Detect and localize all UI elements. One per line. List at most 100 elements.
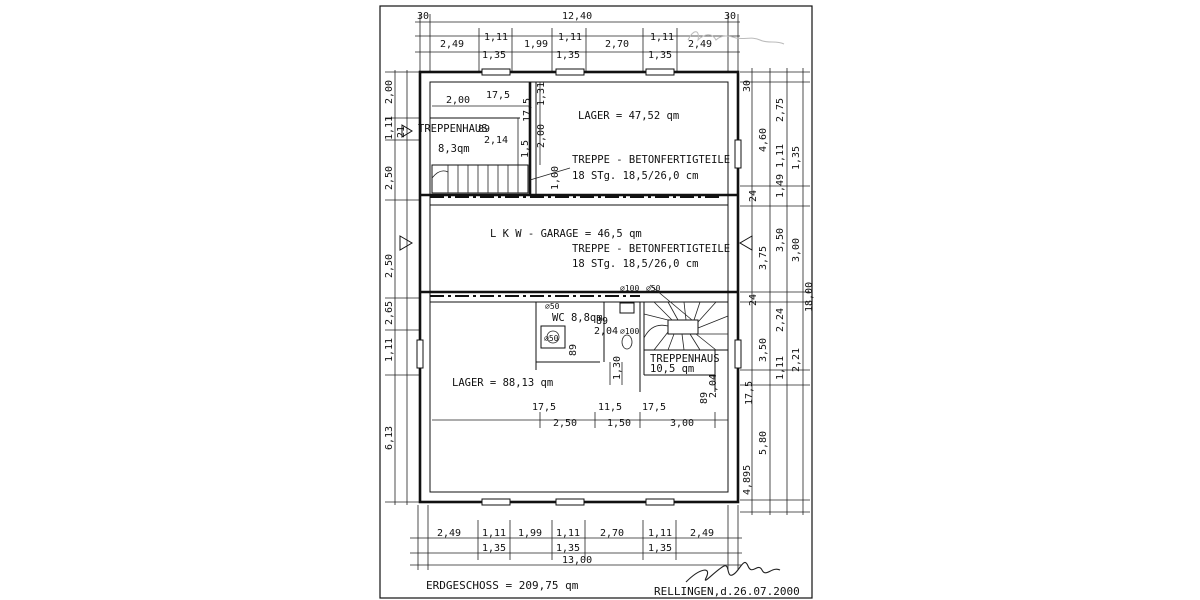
stair-bottom	[643, 284, 729, 392]
dim-right-outer-1: 2,75	[775, 98, 786, 122]
dim-bottom-4: 1,11	[556, 528, 580, 539]
dim-bottom-overall: 13,00	[562, 555, 592, 566]
dim-top-4: 1,11	[558, 32, 582, 43]
dim-inner-w2: ⌀100	[620, 284, 639, 293]
dim-inner-w10: 89	[699, 392, 710, 404]
dim-right-outer-5: 18,00	[804, 282, 815, 312]
dim-left-2: 1,11	[384, 116, 395, 140]
left-dimensions: 2,00 1,11 21 2,50 2,50 2,65 1,11 6,13	[384, 70, 420, 505]
dim-inner-b2: 11,5	[598, 402, 622, 413]
dim-left-4: 2,50	[384, 166, 395, 190]
signature-image	[685, 561, 781, 583]
total-area: ERDGESCHOSS = 209,75 qm	[426, 579, 579, 592]
dim-inner-b1: 17,5	[532, 402, 556, 413]
dim-top-8: 1,35	[482, 50, 506, 61]
dim-right-mid-4: 3,75	[758, 246, 769, 270]
top-dimensions: 30 12,40 30 2,49 1,11 1,99 1,11 2,70 1,1…	[415, 11, 740, 72]
room-treppenhaus-bottom-area: 10,5 qm	[650, 363, 694, 375]
dim-right-mid-7: 5,80	[758, 431, 769, 455]
dim-top-7: 2,49	[688, 39, 712, 50]
dim-right-outer-6: 1,11	[775, 356, 786, 380]
place-date: RELLINGEN,d.26.07.2000	[654, 585, 800, 598]
dim-right-mid-8: 4,895	[742, 465, 753, 495]
dim-right-mid-6: 3,50	[758, 338, 769, 362]
dim-right-outer-3: 1,35	[791, 146, 802, 170]
dim-left-5: 2,50	[384, 254, 395, 278]
room-lager-top: LAGER = 47,52 qm	[578, 110, 679, 122]
right-dimensions: 30 24 24 17,5 4,60 1,49 3,50 3,75 2,24 3…	[740, 68, 815, 515]
dim-top-10: 1,35	[648, 50, 672, 61]
bottom-dimensions: 2,49 1,11 1,99 1,11 2,70 1,11 2,49 1,35 …	[410, 505, 742, 570]
room-wc: WC 8,8qm	[552, 312, 603, 324]
dim-bottom-8: 1,35	[482, 543, 506, 554]
dim-top-1: 2,49	[440, 39, 464, 50]
dim-inner-b3: 17,5	[642, 402, 666, 413]
dim-bottom-10: 1,35	[648, 543, 672, 554]
dim-right-mid-2: 1,49	[775, 174, 786, 198]
triangle-marker-icon	[399, 235, 413, 251]
stair-mid-steps: 18 STg. 18,5/26,0 cm	[572, 258, 698, 270]
stair-top-steps: 18 STg. 18,5/26,0 cm	[572, 170, 698, 182]
dim-bottom-1: 2,49	[437, 528, 461, 539]
dim-bottom-9: 1,35	[556, 543, 580, 554]
stair-top	[431, 164, 571, 194]
dim-right-outer-7: 2,21	[791, 348, 802, 372]
dim-right-inner-3: 24	[748, 294, 759, 306]
dim-inner-t9: 1,00	[550, 166, 561, 190]
dim-inner-t7: 2,00	[536, 124, 547, 148]
dim-inner-w9: 1,30	[612, 356, 623, 380]
dim-left-8: 6,13	[384, 426, 395, 450]
dim-bottom-5: 2,70	[600, 528, 624, 539]
dim-top-left-wall: 30	[417, 11, 429, 22]
dim-right-mid-3: 3,50	[775, 228, 786, 252]
dim-inner-t3: 17,5	[522, 98, 533, 122]
dim-inner-t5: 89	[478, 124, 490, 135]
room-lager-bottom: LAGER = 88,13 qm	[452, 377, 553, 389]
room-labels: LAGER = 47,52 qm TREPPENHAUS 8,3qm TREPP…	[418, 110, 730, 389]
triangle-marker-icon	[739, 235, 753, 251]
stair-mid-type: TREPPE - BETONFERTIGTEILE	[572, 243, 730, 255]
dim-bottom-2: 1,11	[482, 528, 506, 539]
dim-inner-t2: 17,5	[486, 90, 510, 101]
dim-bottom-7: 2,49	[690, 528, 714, 539]
dim-bottom-3: 1,99	[518, 528, 542, 539]
dim-inner-b4: 2,50	[553, 418, 577, 429]
dim-inner-w1: ⌀50	[545, 302, 560, 311]
triangle-marker-icon	[401, 124, 413, 138]
dim-inner-t1: 2,00	[446, 95, 470, 106]
dim-right-inner-1: 30	[742, 80, 753, 92]
sheet-border	[379, 5, 813, 599]
dim-top-overall: 12,40	[562, 11, 592, 22]
dim-left-6: 2,65	[384, 301, 395, 325]
dim-right-mid-5: 2,24	[775, 308, 786, 332]
dim-top-right-wall: 30	[724, 11, 736, 22]
dim-right-inner-2: 24	[748, 190, 759, 202]
dim-top-5: 2,70	[605, 39, 629, 50]
room-treppenhaus-top-area: 8,3qm	[438, 143, 470, 155]
dim-inner-w4: 89	[596, 316, 608, 327]
dim-inner-t8: 1,5	[520, 140, 531, 158]
dim-inner-t6: 2,14	[484, 135, 508, 146]
footer: ERDGESCHOSS = 209,75 qm RELLINGEN,d.26.0…	[426, 31, 800, 598]
dim-top-9: 1,35	[556, 50, 580, 61]
dim-inner-w8: 89	[568, 344, 579, 356]
dim-inner-w3: ⌀50	[646, 284, 661, 293]
building-walls	[416, 68, 742, 506]
dim-inner-w11: 2,04	[708, 374, 719, 398]
faint-handwriting	[687, 31, 785, 45]
dim-inner-t4: 1,31	[536, 82, 547, 106]
dim-right-outer-4: 3,00	[791, 238, 802, 262]
dim-right-inner-4: 17,5	[744, 381, 755, 405]
dim-inner-b6: 3,00	[670, 418, 694, 429]
dim-inner-w5: 2,04	[594, 326, 618, 337]
inner-dimensions: 2,00 17,5 17,5 1,31 89 2,14 2,00 1,5 1,0…	[432, 82, 728, 429]
entry-markers	[399, 124, 753, 251]
room-treppenhaus-bottom: TREPPENHAUS	[650, 353, 720, 365]
dim-left-7: 1,11	[384, 338, 395, 362]
stair-top-type: TREPPE - BETONFERTIGTEILE	[572, 154, 730, 166]
dim-inner-b5: 1,50	[607, 418, 631, 429]
dim-top-3: 1,99	[524, 39, 548, 50]
dim-bottom-6: 1,11	[648, 528, 672, 539]
dim-inner-w7: ⌀50	[544, 334, 559, 343]
